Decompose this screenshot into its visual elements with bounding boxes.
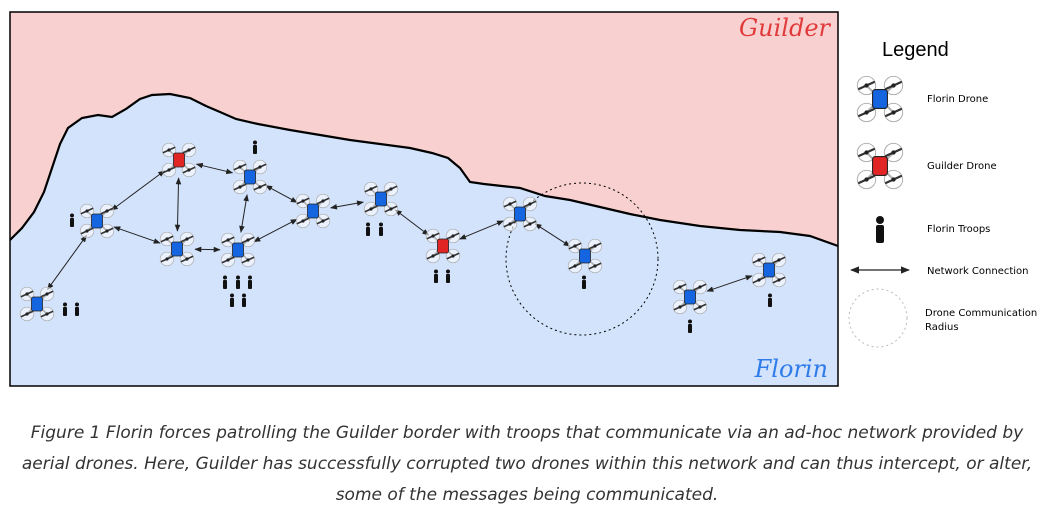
network-connection (394, 209, 430, 236)
troop-units (63, 140, 772, 333)
troop-icon (688, 319, 692, 333)
troop-icon (70, 213, 74, 227)
troop-icon (768, 293, 772, 307)
florin-drone-icon (567, 238, 603, 274)
legend-dotted-circle-icon (848, 288, 908, 348)
network-connection (195, 162, 234, 175)
florin-drone-icon (751, 252, 787, 288)
network-connection (706, 275, 753, 292)
network-connection (174, 177, 182, 232)
troop-icon (379, 222, 383, 236)
border-line (9, 92, 839, 248)
network-connection (47, 235, 87, 290)
florin-drone-icon (220, 232, 256, 268)
legend-label-florin-troops: Florin Troops (927, 224, 990, 235)
legend-title: Legend (882, 39, 949, 61)
troop-icon (242, 293, 246, 307)
troop-icon (223, 275, 227, 289)
legend-label-radius-line-1: Drone Communication (925, 308, 1037, 319)
drone-communication-radius (505, 182, 659, 336)
troop-icon (230, 293, 234, 307)
guilder-drone-icon (425, 228, 461, 264)
troop-icon (366, 222, 370, 236)
map-frame (9, 11, 839, 387)
troop-icon (434, 269, 438, 283)
legend: Legend Florin Drone Guilder Drone Florin… (848, 39, 1037, 348)
legend-label-florin-drone: Florin Drone (927, 94, 988, 105)
florin-drone-icon (502, 196, 538, 232)
florin-drone-icon (672, 279, 708, 315)
legend-florin-drone-icon (856, 75, 904, 123)
troop-icon (253, 140, 257, 154)
network-connections (47, 162, 753, 292)
florin-drone-icon (79, 203, 115, 239)
network-connection (113, 226, 161, 244)
network-connection (265, 185, 298, 203)
troop-icon (446, 269, 450, 283)
legend-label-network-connection: Network Connection (927, 266, 1029, 277)
guilder-drone-icon (161, 142, 197, 178)
map-panel: Guilder Florin (9, 11, 839, 387)
legend-label-radius-line-2: Radius (925, 322, 959, 333)
florin-drone-icon (295, 193, 331, 229)
troop-icon (248, 275, 252, 289)
florin-label: Florin (754, 355, 828, 383)
figure-caption: Figure 1 Florin forces patrolling the Gu… (21, 423, 1033, 505)
network-connection (239, 194, 249, 233)
troop-icon (582, 275, 586, 289)
troop-icon (63, 302, 67, 316)
florin-drone-icon (363, 181, 399, 217)
troop-icon (236, 275, 240, 289)
troop-icon (75, 302, 79, 316)
troop-icon (876, 216, 884, 243)
network-connection (458, 220, 505, 240)
network-connection (534, 223, 571, 247)
legend-guilder-drone-icon (856, 142, 904, 190)
network-connection (110, 170, 166, 211)
legend-label-guilder-drone: Guilder Drone (927, 161, 997, 172)
florin-drone-icon (159, 231, 195, 267)
drone-units (19, 142, 787, 322)
guilder-label: Guilder (739, 14, 832, 42)
network-connection (330, 200, 364, 210)
florin-drone-icon (232, 159, 268, 195)
network-connection (253, 218, 298, 243)
florin-drone-icon (19, 286, 55, 322)
